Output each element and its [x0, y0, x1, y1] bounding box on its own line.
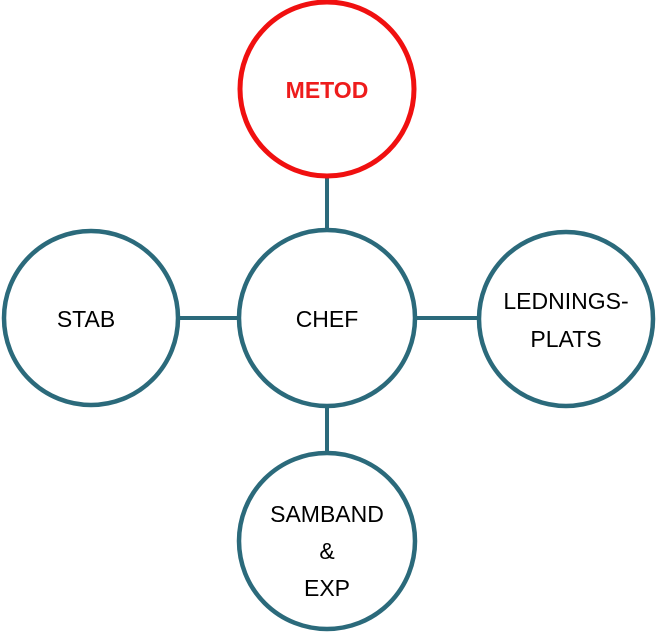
node-metod: METOD [237, 0, 417, 179]
node-ledningsplats-label-line1: LEDNINGS- [503, 288, 628, 314]
node-chef: CHEF [236, 227, 418, 409]
node-samband-circle [236, 450, 418, 632]
node-stab: STAB [1, 228, 181, 408]
node-samband: SAMBAND & EXP [236, 450, 418, 632]
node-ledningsplats-circle [476, 229, 656, 409]
node-ledningsplats: LEDNINGS- PLATS [476, 229, 656, 409]
node-chef-circle [236, 227, 418, 409]
node-samband-label-line2: & [319, 538, 334, 564]
node-stab-circle [1, 228, 181, 408]
node-ledningsplats-label-line2: PLATS [530, 326, 601, 352]
node-metod-label: METOD [286, 77, 369, 103]
node-samband-label-line1: SAMBAND [270, 501, 384, 527]
node-stab-label: STAB [57, 306, 115, 332]
node-chef-label: CHEF [296, 306, 359, 332]
node-samband-label-line3: EXP [304, 575, 350, 601]
node-metod-circle [237, 0, 417, 179]
